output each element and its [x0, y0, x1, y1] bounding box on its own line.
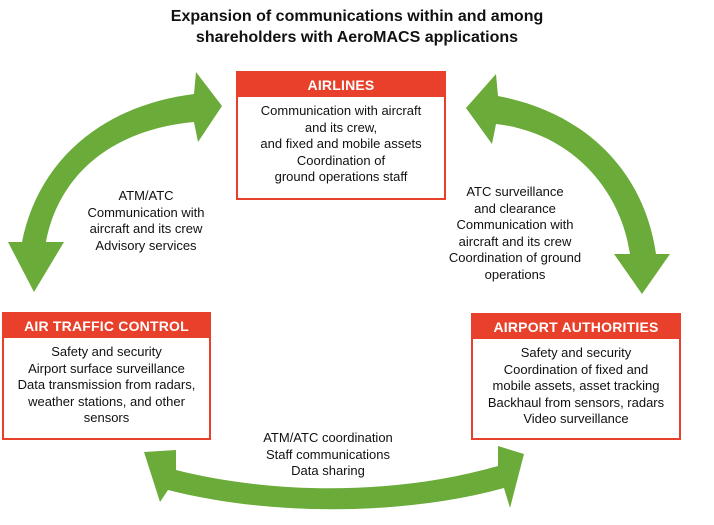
air-traffic-control-box: AIR TRAFFIC CONTROL Safety and security … [2, 312, 211, 440]
atc-line: Airport surface surveillance [28, 360, 185, 376]
bottom-link-line: Staff communications [265, 446, 391, 462]
airport-line: Coordination of fixed and [503, 361, 649, 377]
title-line-1: Expansion of communications within and a… [170, 8, 544, 25]
airlines-box: AIRLINES Communication with aircraft and… [236, 71, 446, 200]
atc-line: Safety and security [51, 344, 162, 359]
airport-body: Safety and security Coordination of fixe… [473, 339, 679, 428]
atc-line: sensors [83, 410, 130, 425]
diagram-title: Expansion of communications within and a… [0, 6, 714, 48]
airlines-line: and fixed and mobile assets [260, 136, 422, 151]
airport-header: AIRPORT AUTHORITIES [473, 315, 679, 339]
airport-line: mobile assets, asset tracking [492, 378, 660, 393]
left-link-line: ATM/ATC [118, 188, 174, 203]
left-link-line: aircraft and its crew [89, 221, 203, 236]
atc-header: AIR TRAFFIC CONTROL [4, 314, 209, 338]
left-link-label: ATM/ATC Communication with aircraft and … [66, 188, 226, 254]
left-link-line: Advisory services [95, 237, 197, 253]
atc-line: Data transmission from radars, [17, 377, 196, 392]
atc-body: Safety and security Airport surface surv… [4, 338, 209, 427]
airport-authorities-box: AIRPORT AUTHORITIES Safety and security … [471, 313, 681, 440]
bottom-double-arrow [144, 446, 524, 510]
airlines-line: Coordination of [296, 152, 386, 168]
right-link-line: and clearance [474, 200, 556, 216]
right-link-line: Coordination of ground [448, 250, 582, 265]
right-link-line: aircraft and its crew [458, 233, 572, 249]
airlines-line: Communication with aircraft [260, 103, 422, 118]
atc-line: weather stations, and other [28, 393, 185, 409]
right-double-arrow [466, 74, 670, 294]
airport-line: Video surveillance [523, 411, 629, 426]
right-link-line: Communication with [456, 217, 574, 232]
airlines-body: Communication with aircraft and its crew… [238, 97, 444, 186]
title-line-2: shareholders with AeroMACS applications [195, 29, 519, 46]
airlines-header: AIRLINES [238, 73, 444, 97]
bottom-link-line: ATM/ATC coordination [263, 430, 393, 445]
right-link-line: ATC surveillance [466, 184, 564, 199]
left-double-arrow [8, 72, 222, 292]
airport-line: Backhaul from sensors, radars [487, 394, 665, 410]
airlines-line: and its crew, [304, 119, 378, 135]
right-link-line: operations [484, 266, 546, 282]
airport-line: Safety and security [520, 345, 632, 360]
right-link-label: ATC surveillance and clearance Communica… [430, 184, 600, 283]
airlines-line: ground operations staff [274, 169, 408, 184]
bottom-link-label: ATM/ATC coordination Staff communication… [238, 430, 418, 480]
bottom-link-line: Data sharing [291, 463, 365, 478]
left-link-line: Communication with [87, 204, 205, 220]
